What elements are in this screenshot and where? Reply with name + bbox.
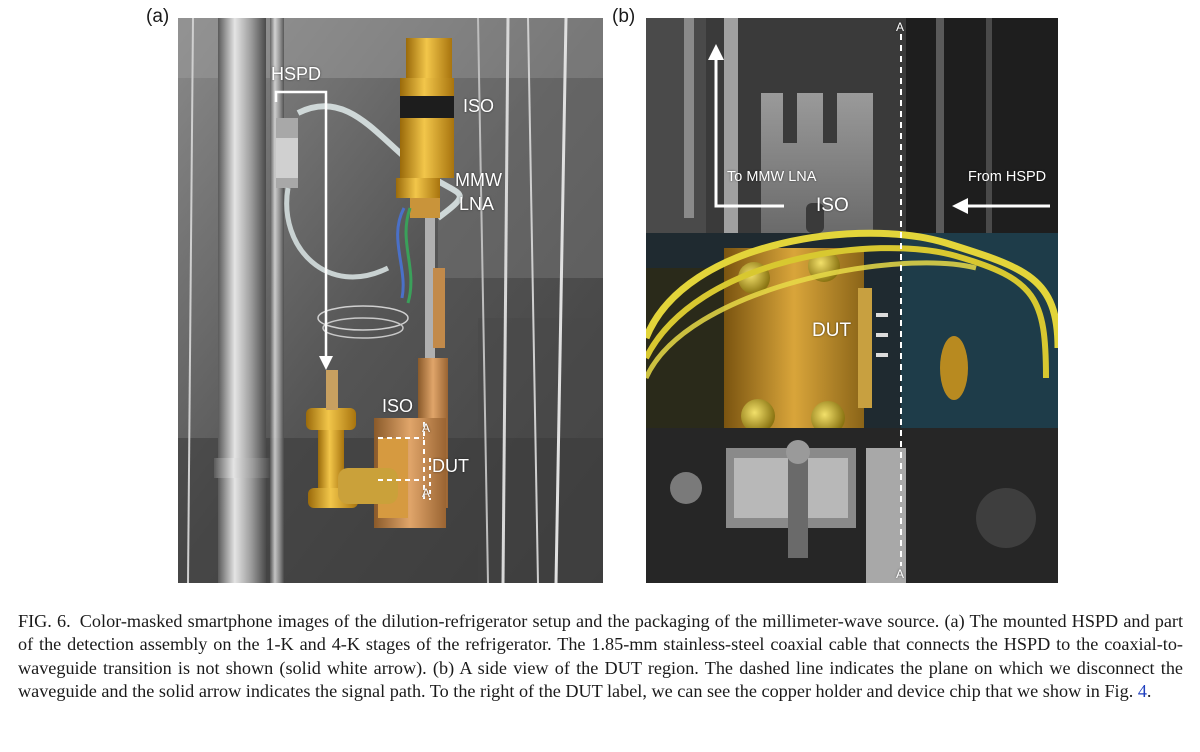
panel-b-label: (b)	[612, 6, 636, 27]
label-lna-a: LNA	[459, 194, 495, 214]
label-iso-top-a: ISO	[463, 96, 495, 116]
label-plane-top-b: A	[896, 20, 905, 34]
label-plane-bottom-b: A	[896, 567, 905, 581]
photo-b-illustration	[646, 18, 1058, 583]
figure-caption: FIG. 6. Color-masked smartphone images o…	[18, 610, 1183, 704]
label-from-hspd-b: From HSPD	[968, 169, 1047, 185]
photo-panel-a: HSPD ISO MMW LNA ISO DUT A A	[178, 18, 603, 583]
panel-a-label: (a)	[146, 6, 170, 27]
figure-ref-link[interactable]: 4	[1137, 681, 1147, 702]
label-iso-b: ISO	[816, 195, 849, 216]
label-dut-b: DUT	[812, 320, 852, 341]
label-iso-bottom-a: ISO	[382, 396, 414, 416]
figure-number: FIG. 6.	[18, 611, 71, 631]
label-plane-bottom-a: A	[422, 486, 431, 500]
caption-text: Color-masked smartphone images of the di…	[18, 611, 1184, 702]
photo-panel-b: A A To MMW LNA From HSPD ISO DUT	[646, 18, 1058, 583]
caption-end: .	[1146, 681, 1152, 702]
label-to-mmw-lna-b: To MMW LNA	[727, 169, 817, 185]
photo-a-illustration	[178, 18, 603, 583]
label-plane-top-a: A	[422, 421, 431, 435]
label-hspd-a: HSPD	[271, 64, 322, 84]
label-mmw-a: MMW	[455, 170, 502, 190]
label-dut-a: DUT	[432, 456, 469, 476]
